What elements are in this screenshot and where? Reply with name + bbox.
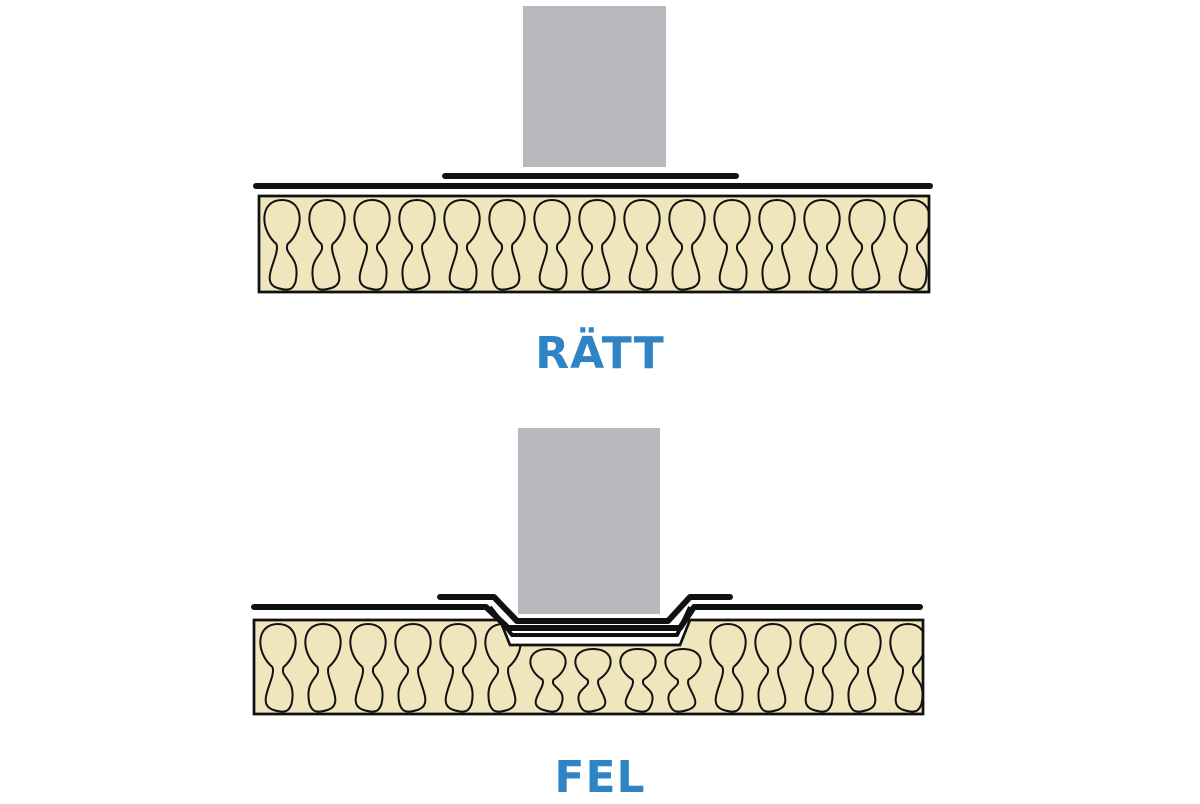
insulation-loop [709,622,747,713]
membrane-bottom-inner [488,605,692,637]
label-correct: RÄTT [535,328,665,379]
insulation-loop [259,622,297,713]
insulation-loop [848,198,886,291]
insulation-loop [484,622,522,713]
insulation-loop [308,198,346,291]
post-block-top [523,6,666,167]
insulation-loop [623,198,661,291]
insulation-loop [529,647,567,713]
insulation-loop [803,198,841,291]
insulation-loop [893,198,929,291]
insulation-loop [754,622,792,713]
insulation-loop [353,198,391,291]
insulation-loop [713,198,751,291]
membrane-bottom [251,604,923,631]
wrong-detail [251,428,925,716]
insulation-loop [443,198,481,291]
insulation-loop [533,198,571,291]
post-block-bottom [518,428,660,614]
insulation-loop [758,198,796,291]
insulation-loop [668,198,706,291]
reinforcement-strip-bottom [437,594,733,624]
insulation-pattern-top [263,198,929,291]
insulation-loop [664,647,702,713]
correct-detail [253,6,933,294]
insulation-loop [889,622,923,713]
insulation-loop [574,647,612,713]
insulation-loop [263,198,301,291]
insulation-loop [304,622,342,713]
insulation-loop [578,198,616,291]
insulation-loop [488,198,526,291]
insulation-loop [398,198,436,291]
insulation-loop [394,622,432,713]
insulation-outline-top [257,194,931,294]
insulation-pattern-bottom [259,622,923,713]
insulation-loop [799,622,837,713]
label-wrong: FEL [554,752,646,803]
insulation-loop [844,622,882,713]
insulation-loop [619,647,657,713]
insulation-loop [439,622,477,713]
insulation-loop [349,622,387,713]
insulation-outline-bottom [252,618,925,716]
